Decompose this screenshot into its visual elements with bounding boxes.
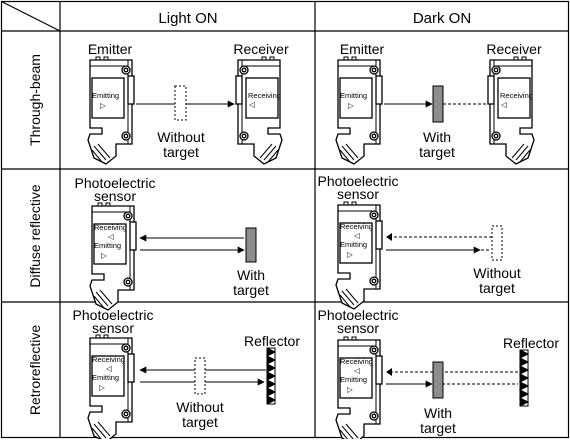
receiving-label: Receiving xyxy=(94,223,127,232)
sensor-label: sensor xyxy=(92,320,134,336)
receiving-label: Receiving xyxy=(92,355,125,364)
reflector xyxy=(265,347,277,405)
photoelectric-label: Photoelectric xyxy=(318,307,399,323)
retro-dark-on-cell: Photoelectric sensor Receiving ◁ Emittin… xyxy=(318,307,559,444)
emitter-label: Emitter xyxy=(88,41,133,57)
emitting-label: Emitting xyxy=(340,240,367,249)
target-label: target xyxy=(419,144,455,160)
target-label: target xyxy=(479,280,515,296)
without-label: Without xyxy=(473,265,521,281)
target-object xyxy=(432,85,444,123)
svg-text:◁: ◁ xyxy=(108,232,115,241)
sensor-label: sensor xyxy=(337,320,379,336)
retro-sensor xyxy=(87,334,135,443)
target-object xyxy=(245,227,257,263)
receiver-sensor xyxy=(236,57,282,164)
without-label: Without xyxy=(176,399,224,415)
diffuse-sensor xyxy=(89,202,137,311)
emitting-label: Emitting xyxy=(92,91,119,100)
receiving-label: Receiving xyxy=(500,91,533,100)
diffuse-dark-on-cell: Photoelectric sensor Receiving ◁ Emittin… xyxy=(318,173,521,310)
svg-text:▷: ▷ xyxy=(100,101,107,110)
absent-target xyxy=(491,225,503,261)
target-label: target xyxy=(233,282,269,298)
svg-text:◁: ◁ xyxy=(249,100,256,109)
emitting-label: Emitting xyxy=(92,373,119,382)
sensor-label: sensor xyxy=(337,186,379,202)
diffuse-light-on-cell: Photoelectric sensor Receiving ◁ Emittin… xyxy=(75,175,269,311)
through-beam-dark-on-cell: Emitter Receiver Emitting ▷ Receiving ◁ … xyxy=(335,41,542,165)
receiving-label: Receiving xyxy=(340,222,373,231)
without-label: Without xyxy=(157,129,205,145)
svg-text:◁: ◁ xyxy=(354,366,361,375)
with-label: With xyxy=(423,129,451,145)
absent-target xyxy=(174,85,187,121)
header-light-on: Light ON xyxy=(158,10,217,27)
absent-target xyxy=(194,357,206,395)
photoelectric-label: Photoelectric xyxy=(318,173,399,189)
svg-text:◁: ◁ xyxy=(106,364,113,373)
diffuse-sensor xyxy=(335,201,383,310)
sensor-label: sensor xyxy=(94,188,136,204)
svg-text:▷: ▷ xyxy=(99,383,106,392)
retro-light-on-cell: Photoelectric sensor Receiving ◁ Emittin… xyxy=(73,307,300,443)
emitter-sensor xyxy=(87,56,135,165)
target-label: target xyxy=(420,420,456,436)
target-object xyxy=(432,361,444,399)
with-label: With xyxy=(424,405,452,421)
emitter-sensor xyxy=(335,56,383,165)
with-label: With xyxy=(237,267,265,283)
target-label: target xyxy=(163,144,199,160)
reflector-label: Reflector xyxy=(244,333,300,349)
row-label-diffuse-reflective: Diffuse reflective xyxy=(27,184,43,287)
target-label: target xyxy=(182,414,218,430)
reflector xyxy=(518,349,530,407)
svg-text:▷: ▷ xyxy=(348,101,355,110)
receiver-sensor xyxy=(488,57,534,164)
photoelectric-label: Photoelectric xyxy=(73,307,154,323)
emitting-label: Emitting xyxy=(340,375,367,384)
retro-sensor xyxy=(335,336,383,444)
emitting-label: Emitting xyxy=(94,241,121,250)
svg-text:▷: ▷ xyxy=(101,251,108,260)
receiving-label: Receiving xyxy=(248,91,281,100)
svg-text:◁: ◁ xyxy=(354,231,361,240)
svg-text:▷: ▷ xyxy=(347,385,354,394)
through-beam-light-on-cell: Emitter Receiver Emitting ▷ Receiving ◁ … xyxy=(87,41,289,165)
receiver-label: Receiver xyxy=(233,41,289,57)
header-dark-on: Dark ON xyxy=(413,10,471,27)
emitter-label: Emitter xyxy=(340,41,385,57)
reflector-label: Reflector xyxy=(503,335,559,351)
svg-text:◁: ◁ xyxy=(501,100,508,109)
row-label-retroreflective: Retroreflective xyxy=(27,325,43,415)
emitting-label: Emitting xyxy=(340,91,367,100)
receiving-label: Receiving xyxy=(340,357,373,366)
photoelectric-label: Photoelectric xyxy=(75,175,156,191)
svg-text:▷: ▷ xyxy=(347,250,354,259)
row-label-through-beam: Through-beam xyxy=(27,54,43,146)
receiver-label: Receiver xyxy=(486,41,542,57)
